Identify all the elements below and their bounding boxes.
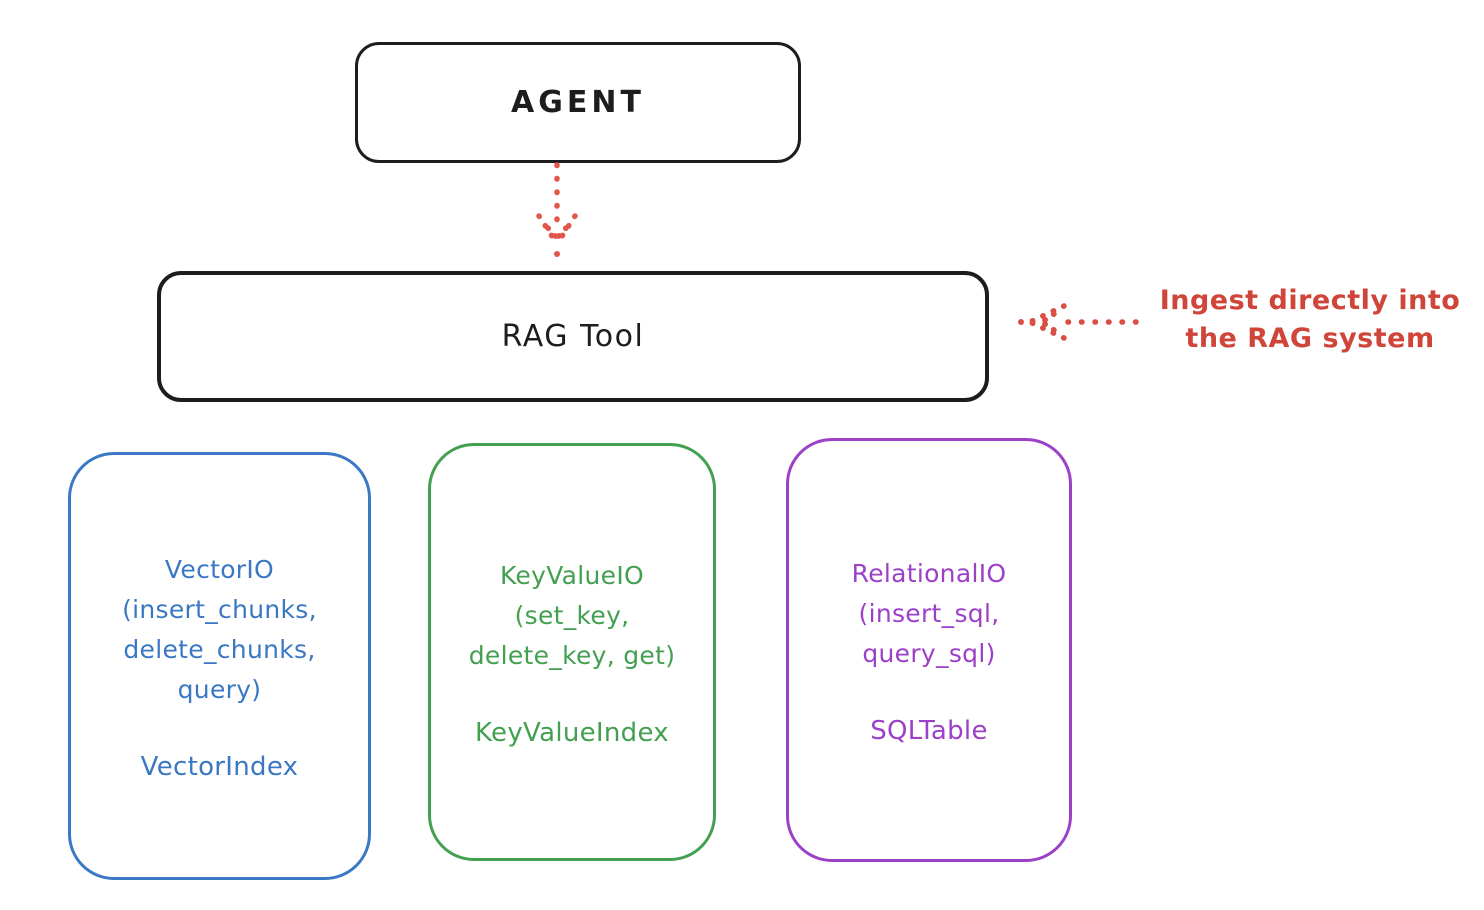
vector-io-title: VectorIO (164, 555, 275, 584)
keyvalue-index-label: KeyValueIndex (474, 718, 669, 748)
rag-tool-node: RAG Tool (157, 271, 989, 402)
vector-io-node: VectorIO (insert_chunks, delete_chunks, … (68, 452, 371, 880)
agent-label: AGENT (511, 85, 645, 120)
vector-io-methods: (insert_chunks, delete_chunks, query) (122, 595, 317, 704)
relational-io-methods: (insert_sql, query_sql) (858, 599, 1000, 668)
keyvalue-io-node: KeyValueIO (set_key, delete_key, get) Ke… (428, 443, 716, 861)
ingest-annotation-line1: Ingest directly into (1159, 285, 1461, 316)
ingest-annotation: Ingest directly into the RAG system (1140, 282, 1480, 358)
agent-node: AGENT (355, 42, 801, 163)
ingest-annotation-line2: the RAG system (1185, 323, 1435, 354)
keyvalue-io-title: KeyValueIO (499, 561, 645, 590)
ingest-arrow-icon (1014, 300, 1144, 344)
agent-to-ragtool-arrow-icon (531, 160, 583, 262)
keyvalue-io-methods: (set_key, delete_key, get) (468, 601, 676, 670)
sql-table-label: SQLTable (870, 716, 988, 746)
rag-tool-label: RAG Tool (501, 319, 645, 354)
relational-io-title: RelationalIO (851, 559, 1007, 588)
vector-index-label: VectorIndex (140, 752, 299, 782)
keyvalue-io-text: KeyValueIO (set_key, delete_key, get) (469, 556, 676, 676)
vector-io-text: VectorIO (insert_chunks, delete_chunks, … (122, 550, 317, 710)
relational-io-node: RelationalIO (insert_sql, query_sql) SQL… (786, 438, 1072, 862)
relational-io-text: RelationalIO (insert_sql, query_sql) (852, 554, 1007, 674)
